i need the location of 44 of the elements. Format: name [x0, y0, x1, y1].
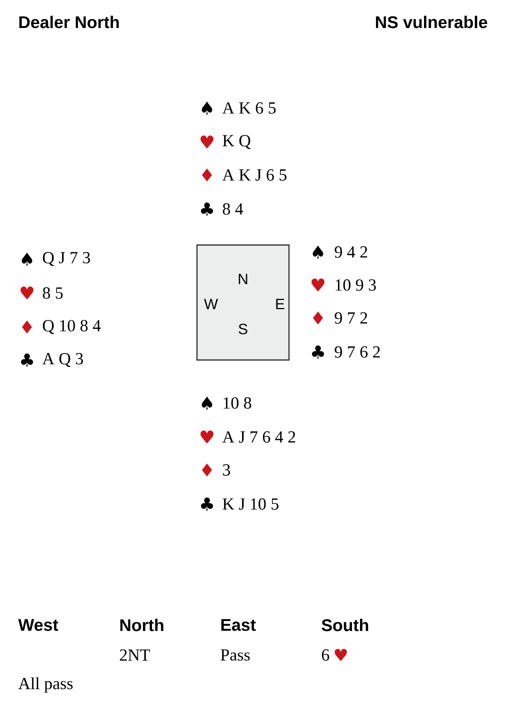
card-ranks: 10 9 3 — [336, 279, 376, 291]
card-ranks: K J 10 5 — [222, 498, 278, 510]
suit-symbol: ♠ — [202, 396, 212, 410]
card-ranks: 9 7 6 2 — [334, 346, 380, 358]
compass-box: N W E S — [196, 244, 290, 361]
suit-symbol: ♥ — [200, 430, 214, 444]
card-ranks: A K J 6 5 — [222, 169, 286, 181]
column-header: South — [322, 618, 368, 632]
suit-symbol: ♥ — [20, 286, 34, 300]
bid-text: 6 — [322, 649, 330, 661]
column-header: West — [18, 619, 58, 631]
bid-text: All pass — [18, 677, 73, 693]
bid-text: Pass — [220, 649, 250, 661]
card-ranks: 8 4 — [222, 203, 244, 215]
card-ranks: Q J 7 3 — [42, 252, 90, 266]
card-ranks: 10 8 — [224, 397, 252, 409]
suit-symbol: ♥ — [312, 278, 324, 292]
column-header: East — [221, 619, 256, 631]
suit-symbol: ♠ — [312, 245, 324, 259]
suit-symbol: ♥ — [200, 135, 214, 149]
card-ranks: A K 6 5 — [222, 102, 276, 114]
heading-text: NS vulnerable — [376, 16, 488, 28]
suit-symbol: ♣ — [200, 202, 214, 216]
card-ranks: 9 4 2 — [334, 246, 368, 258]
suit-symbol: ♦ — [22, 320, 32, 334]
suit-symbol: ♦ — [202, 463, 212, 477]
card-ranks: K Q — [222, 135, 251, 149]
suit-symbol: ♥ — [334, 648, 347, 662]
card-ranks: 8 5 — [42, 287, 63, 299]
suit-symbol: ♦ — [202, 168, 212, 182]
suit-symbol: ♣ — [200, 497, 214, 511]
suit-symbol: ♠ — [202, 101, 212, 115]
suit-symbol: ♣ — [20, 353, 34, 367]
suit-symbol: ♠ — [22, 252, 32, 266]
bid-text: 2NT — [120, 649, 150, 661]
card-ranks: A Q 3 — [42, 353, 83, 367]
suit-symbol: ♦ — [312, 311, 323, 325]
heading-text: Dealer North — [19, 16, 119, 28]
card-ranks: 9 7 2 — [334, 312, 368, 324]
card-ranks: 3 — [223, 464, 230, 476]
suit-symbol: ♣ — [312, 345, 324, 359]
column-header: North — [120, 618, 164, 632]
card-ranks: Q 10 8 4 — [42, 320, 101, 334]
card-ranks: A J 7 6 4 2 — [222, 431, 296, 443]
